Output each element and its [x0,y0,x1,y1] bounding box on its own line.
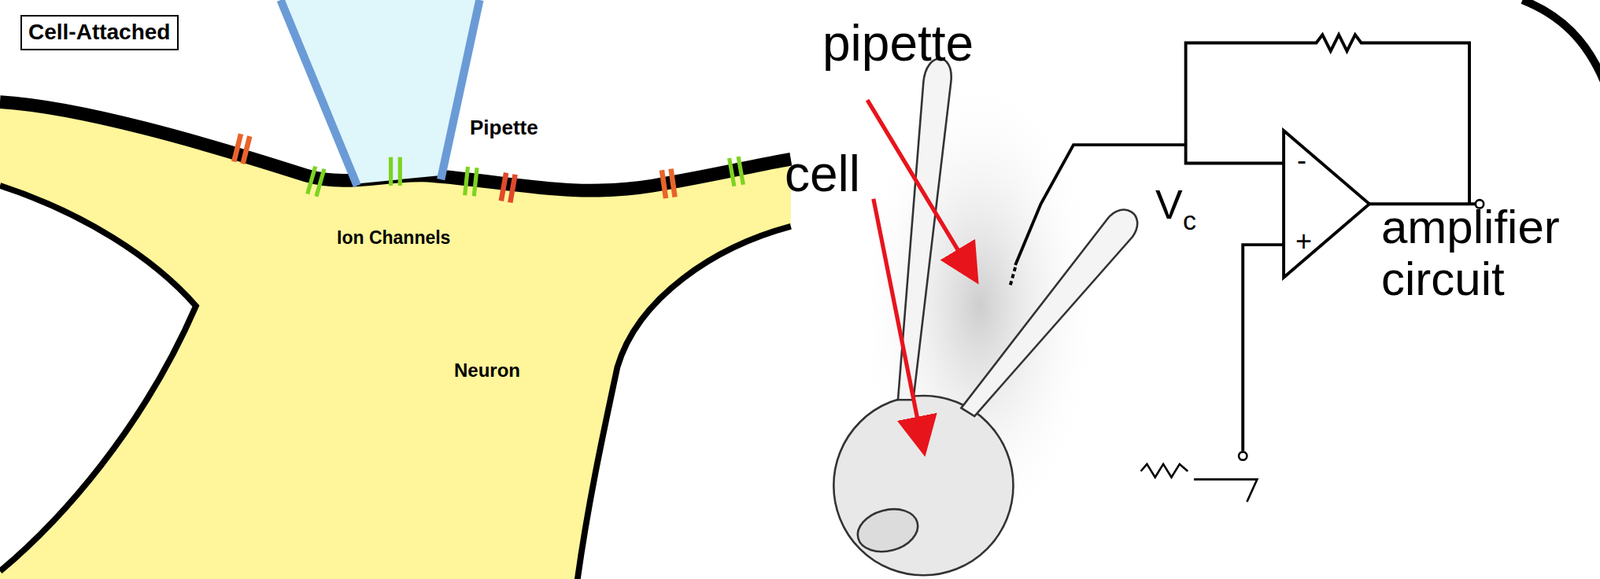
cell-label: cell [784,146,861,202]
amplifier-label: amplifier circuit [1381,201,1588,306]
plus-sign: + [1295,225,1312,258]
channel-label: Ion Channels [336,228,451,248]
pipette-glass [280,0,481,184]
voltage-subscript: c [1182,206,1197,236]
neuron-label: Neuron [454,360,521,381]
ion-channels [231,133,746,204]
wire [1015,144,1187,266]
corner-arc [1522,0,1600,82]
neuron-outline-right [576,226,791,579]
pipette-wall [280,0,358,186]
voltage-label: V [1155,182,1183,228]
pipette-2 [960,210,1138,417]
leader-arrow [873,199,924,450]
plus-input-wire [1242,244,1284,451]
pipette-label: Pipette [469,116,539,140]
pipette-label: pipette [822,15,974,71]
vc-terminal [1238,451,1247,460]
title-box: Cell-Attached [20,14,179,51]
ground-symbol [1193,479,1257,503]
box-title: Cell-Attached [28,20,170,45]
cell-circle [833,395,1013,576]
op-amp [1283,130,1370,278]
neuron-outline-left [0,185,196,572]
feedback-wire [1186,34,1470,204]
wire-end [1010,267,1016,286]
pipette-wall [440,0,480,180]
resistor-symbol [1141,464,1189,478]
nucleus [853,502,924,558]
minus-sign: - [1296,144,1307,177]
